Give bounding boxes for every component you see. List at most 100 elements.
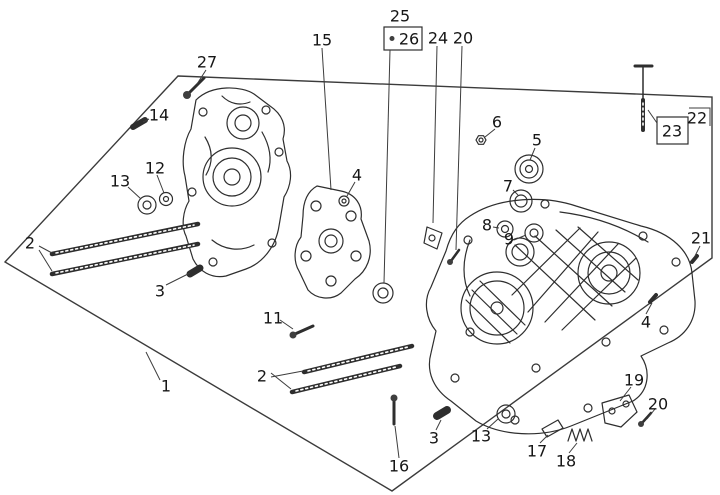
- part-17-spacer: [541, 419, 564, 438]
- leader-line-11: [279, 319, 294, 330]
- callout-21: 21: [691, 229, 711, 248]
- part-18-spring: [567, 428, 593, 442]
- gasket-plate: [294, 185, 371, 299]
- part-11-bolt: [289, 324, 315, 339]
- leader-line-18: [568, 442, 578, 454]
- frame-border: [3, 75, 713, 492]
- leader-line-27: [196, 69, 207, 85]
- callout-3: 3: [429, 429, 439, 448]
- part-21-pin: [690, 254, 699, 264]
- callout-23: 23: [662, 122, 682, 141]
- callout-22: 22: [687, 109, 707, 128]
- part-9-oil-seal: [524, 223, 544, 243]
- part-5-bearing: [514, 154, 544, 184]
- part-12-bushing: [158, 191, 174, 207]
- leader-line-24: [432, 45, 438, 224]
- leader-line-6: [484, 128, 496, 138]
- callout-11: 11: [263, 309, 283, 328]
- callout-24: 24: [428, 29, 448, 48]
- part-3-dowel-left: [186, 264, 204, 278]
- callout-19: 19: [624, 371, 644, 390]
- leader-line-17: [539, 434, 549, 444]
- leader-line-3: [435, 419, 442, 431]
- leader-line-13: [127, 186, 142, 200]
- leader-line-4: [346, 181, 356, 197]
- callout-8: 8: [482, 216, 492, 235]
- label-23-box: [656, 116, 689, 145]
- leader-lines: [38, 45, 701, 459]
- leader-line-16: [394, 425, 400, 459]
- callout-4: 4: [641, 313, 651, 332]
- callout-2: 2: [257, 367, 267, 386]
- leader-line-15: [321, 47, 332, 191]
- leader-line-2: [270, 370, 304, 378]
- leader-line-7: [512, 189, 519, 196]
- callout-5: 5: [532, 131, 542, 150]
- part-2-stud-lower-a: [289, 363, 403, 395]
- part-26-plug: [372, 282, 394, 304]
- part-27-bolt: [183, 76, 206, 99]
- part-4-dowel-right: [648, 293, 658, 304]
- part-24-bracket: [423, 226, 443, 250]
- leader-line-2: [270, 372, 292, 390]
- callout-15: 15: [312, 31, 332, 50]
- callout-9: 9: [504, 230, 514, 249]
- leader-line-4: [645, 302, 653, 315]
- part-4-dowel-left: [338, 195, 350, 207]
- callout-26: 26: [399, 30, 419, 49]
- callout-16: 16: [389, 457, 409, 476]
- part-2-stud-upper-a: [49, 221, 201, 257]
- leader-line-3: [165, 272, 191, 286]
- callout-2: 2: [25, 234, 35, 253]
- kit-dot: [389, 36, 395, 41]
- callout-13: 13: [110, 172, 130, 191]
- leader-line-9: [513, 234, 527, 241]
- callout-6: 6: [492, 113, 502, 132]
- callout-25: 25: [390, 7, 410, 26]
- callout-1: 1: [161, 377, 171, 396]
- part-2-stud-upper-b: [49, 241, 201, 277]
- leader-line-20: [455, 45, 463, 251]
- leader-line-19: [619, 386, 632, 402]
- part-7-bearing: [509, 189, 533, 213]
- part-16-bolt: [390, 394, 398, 426]
- right-crankcase-half: [425, 198, 696, 435]
- leader-line-8: [492, 226, 500, 229]
- callout-20: 20: [648, 395, 668, 414]
- leader-line-20: [646, 408, 656, 420]
- leader-line-13: [486, 418, 499, 430]
- callout-18: 18: [556, 452, 576, 471]
- left-crankcase-half: [182, 87, 292, 278]
- callout-14: 14: [149, 106, 169, 125]
- part-20-screw-top: [447, 248, 461, 265]
- callout-13: 13: [471, 427, 491, 446]
- part-13-bushing-lower: [496, 404, 516, 424]
- leader-line-14: [142, 118, 150, 123]
- callout-4: 4: [352, 166, 362, 185]
- part-20-screw-lower: [638, 411, 653, 427]
- leader-line-26: [383, 49, 391, 284]
- label-22-bracket: [689, 107, 711, 126]
- kit-box: [383, 26, 423, 51]
- callout-7: 7: [503, 177, 513, 196]
- part-23-dipstick: [633, 64, 654, 132]
- loose-parts: [49, 64, 699, 442]
- callout-3: 3: [155, 282, 165, 301]
- callout-20: 20: [453, 29, 473, 48]
- part-3-dowel-lower: [433, 406, 451, 420]
- callout-17: 17: [527, 442, 547, 461]
- leader-line-21: [694, 245, 701, 257]
- callout-27: 27: [197, 53, 217, 72]
- leader-line-2: [38, 245, 53, 254]
- part-6-nut: [475, 135, 487, 145]
- leader-line-2: [38, 249, 53, 272]
- callout-12: 12: [145, 159, 165, 178]
- part-2-stud-lower-b: [301, 343, 415, 375]
- leader-line-23: [647, 109, 658, 124]
- part-13-bushing-left: [137, 195, 157, 215]
- part-8-washer: [496, 220, 514, 238]
- part-19-bracket: [601, 394, 638, 428]
